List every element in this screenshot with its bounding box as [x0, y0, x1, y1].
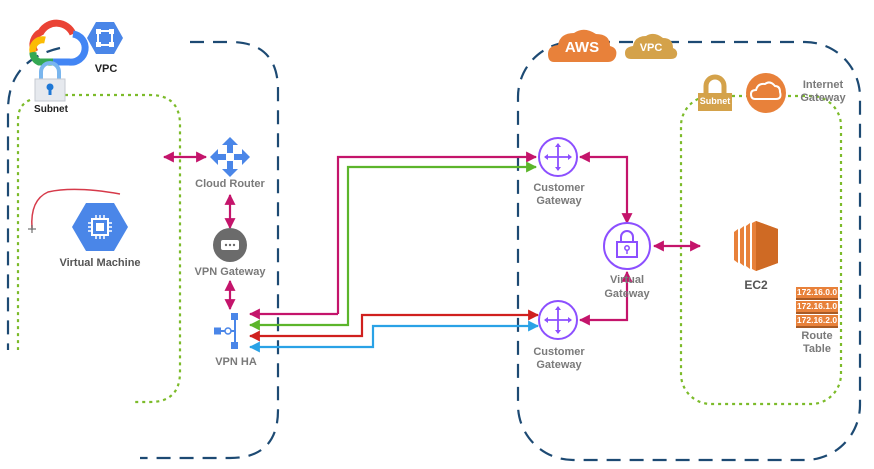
route-table-label-line2: Table	[803, 343, 831, 355]
ec2-icon[interactable]	[734, 221, 778, 271]
ec2-label: EC2	[744, 278, 768, 292]
customer-gateway-2-icon[interactable]	[538, 300, 578, 340]
gcp-vpc-icon	[87, 22, 123, 54]
annotation-scribble	[31, 188, 121, 229]
gcp-subnet-lock-icon	[34, 61, 66, 102]
vpn-gateway-icon[interactable]	[213, 228, 247, 262]
aws-subnet-label: Subnet	[699, 96, 731, 106]
link-green-vpnha-cgw1[interactable]	[248, 161, 538, 331]
customer-gateway-1-label-line1: Customer	[533, 182, 585, 194]
aws-cloud-icon	[548, 29, 617, 62]
connection-lines	[162, 151, 702, 353]
aws-provider-label: AWS	[564, 39, 600, 56]
virtual-machine-label: Virtual Machine	[59, 257, 141, 269]
internet-gateway-label-line1: Internet	[802, 79, 844, 91]
virtual-machine-icon[interactable]	[72, 203, 128, 251]
customer-gateway-1-label-line2: Gateway	[536, 195, 582, 207]
link-vgw-cgw1[interactable]	[578, 151, 633, 225]
aws-vpc-cloud-icon	[625, 33, 678, 59]
vpn-ha-label: VPN HA	[215, 356, 257, 368]
route-table-entry: 172.16.2.0	[796, 315, 838, 328]
cloud-router-icon[interactable]	[210, 137, 250, 177]
customer-gateway-2-label-line1: Customer	[533, 346, 585, 358]
vpn-gateway-label: VPN Gateway	[194, 266, 266, 278]
cloud-router-label: Cloud Router	[195, 178, 265, 190]
aws-vpc-label: VPC	[639, 42, 663, 54]
gcp-subnet-boundary	[16, 93, 182, 404]
virtual-gateway-icon[interactable]	[603, 222, 651, 270]
customer-gateway-2-label-line2: Gateway	[536, 359, 582, 371]
gcp-vpc-label: VPC	[94, 63, 118, 75]
route-table-label-line1: Route	[801, 330, 833, 342]
link-blue-vpnha-cgw2[interactable]	[248, 320, 540, 353]
route-table-entry: 172.16.1.0	[796, 301, 838, 314]
virtual-gateway-label-line1: Virtual	[609, 274, 645, 286]
google-cloud-logo-icon	[29, 19, 89, 66]
gcp-subnet-label: Subnet	[34, 104, 68, 115]
customer-gateway-1-icon[interactable]	[538, 137, 578, 177]
aws-subnet-lock-icon	[698, 74, 732, 111]
cursor-crosshair-icon	[28, 225, 36, 233]
route-table-entry: 172.16.0.0	[796, 287, 838, 300]
virtual-gateway-label-line2: Gateway	[604, 288, 650, 300]
vpn-ha-icon[interactable]	[214, 313, 238, 349]
link-magenta-vpnha-cgw1[interactable]	[336, 151, 538, 314]
internet-gateway-icon[interactable]	[746, 73, 786, 113]
link-vgw-cgw2[interactable]	[578, 270, 633, 326]
internet-gateway-label-line2: Gateway	[800, 92, 846, 104]
